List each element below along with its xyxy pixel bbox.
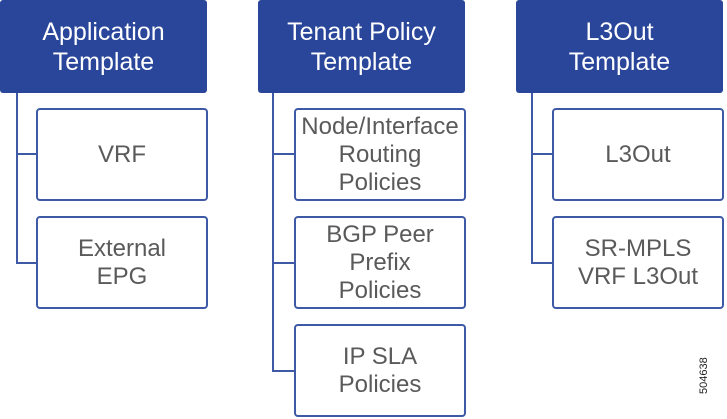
node-node-interface-routing-policies: Node/Interface Routing Policies (294, 108, 466, 201)
connector-branch-vrf (16, 153, 36, 155)
header-application-template-label: Application Template (42, 17, 165, 76)
figure-id: 504638 (698, 357, 710, 394)
node-vrf-label: VRF (98, 140, 146, 168)
connector-branch-node-interface (272, 153, 294, 155)
header-tenant-policy-template-label: Tenant Policy Template (287, 17, 436, 76)
node-ip-sla-policies: IP SLA Policies (294, 324, 466, 417)
node-node-interface-routing-policies-label: Node/Interface Routing Policies (301, 112, 459, 196)
connector-trunk-application (16, 92, 18, 264)
connector-branch-ip-sla (272, 370, 294, 372)
header-l3out-template-label: L3Out Template (568, 17, 671, 76)
header-application-template: Application Template (0, 0, 207, 93)
connector-branch-external-epg (16, 262, 36, 264)
header-tenant-policy-template: Tenant Policy Template (258, 0, 465, 93)
node-l3out: L3Out (552, 108, 724, 201)
node-external-epg: External EPG (36, 216, 208, 309)
node-bgp-peer-prefix-policies-label: BGP Peer Prefix Policies (326, 220, 434, 304)
node-external-epg-label: External EPG (77, 234, 167, 290)
connector-trunk-tenant-policy (272, 92, 274, 372)
header-l3out-template: L3Out Template (516, 0, 723, 93)
connector-branch-bgp-peer (272, 262, 294, 264)
connector-branch-l3out (531, 153, 552, 155)
node-vrf: VRF (36, 108, 208, 201)
node-sr-mpls-vrf-l3out: SR-MPLS VRF L3Out (552, 216, 724, 309)
node-l3out-label: L3Out (605, 140, 671, 168)
node-sr-mpls-vrf-l3out-label: SR-MPLS VRF L3Out (577, 234, 699, 290)
node-bgp-peer-prefix-policies: BGP Peer Prefix Policies (294, 216, 466, 309)
connector-branch-sr-mpls (531, 262, 552, 264)
node-ip-sla-policies-label: IP SLA Policies (338, 342, 422, 398)
connector-trunk-l3out (531, 92, 533, 264)
